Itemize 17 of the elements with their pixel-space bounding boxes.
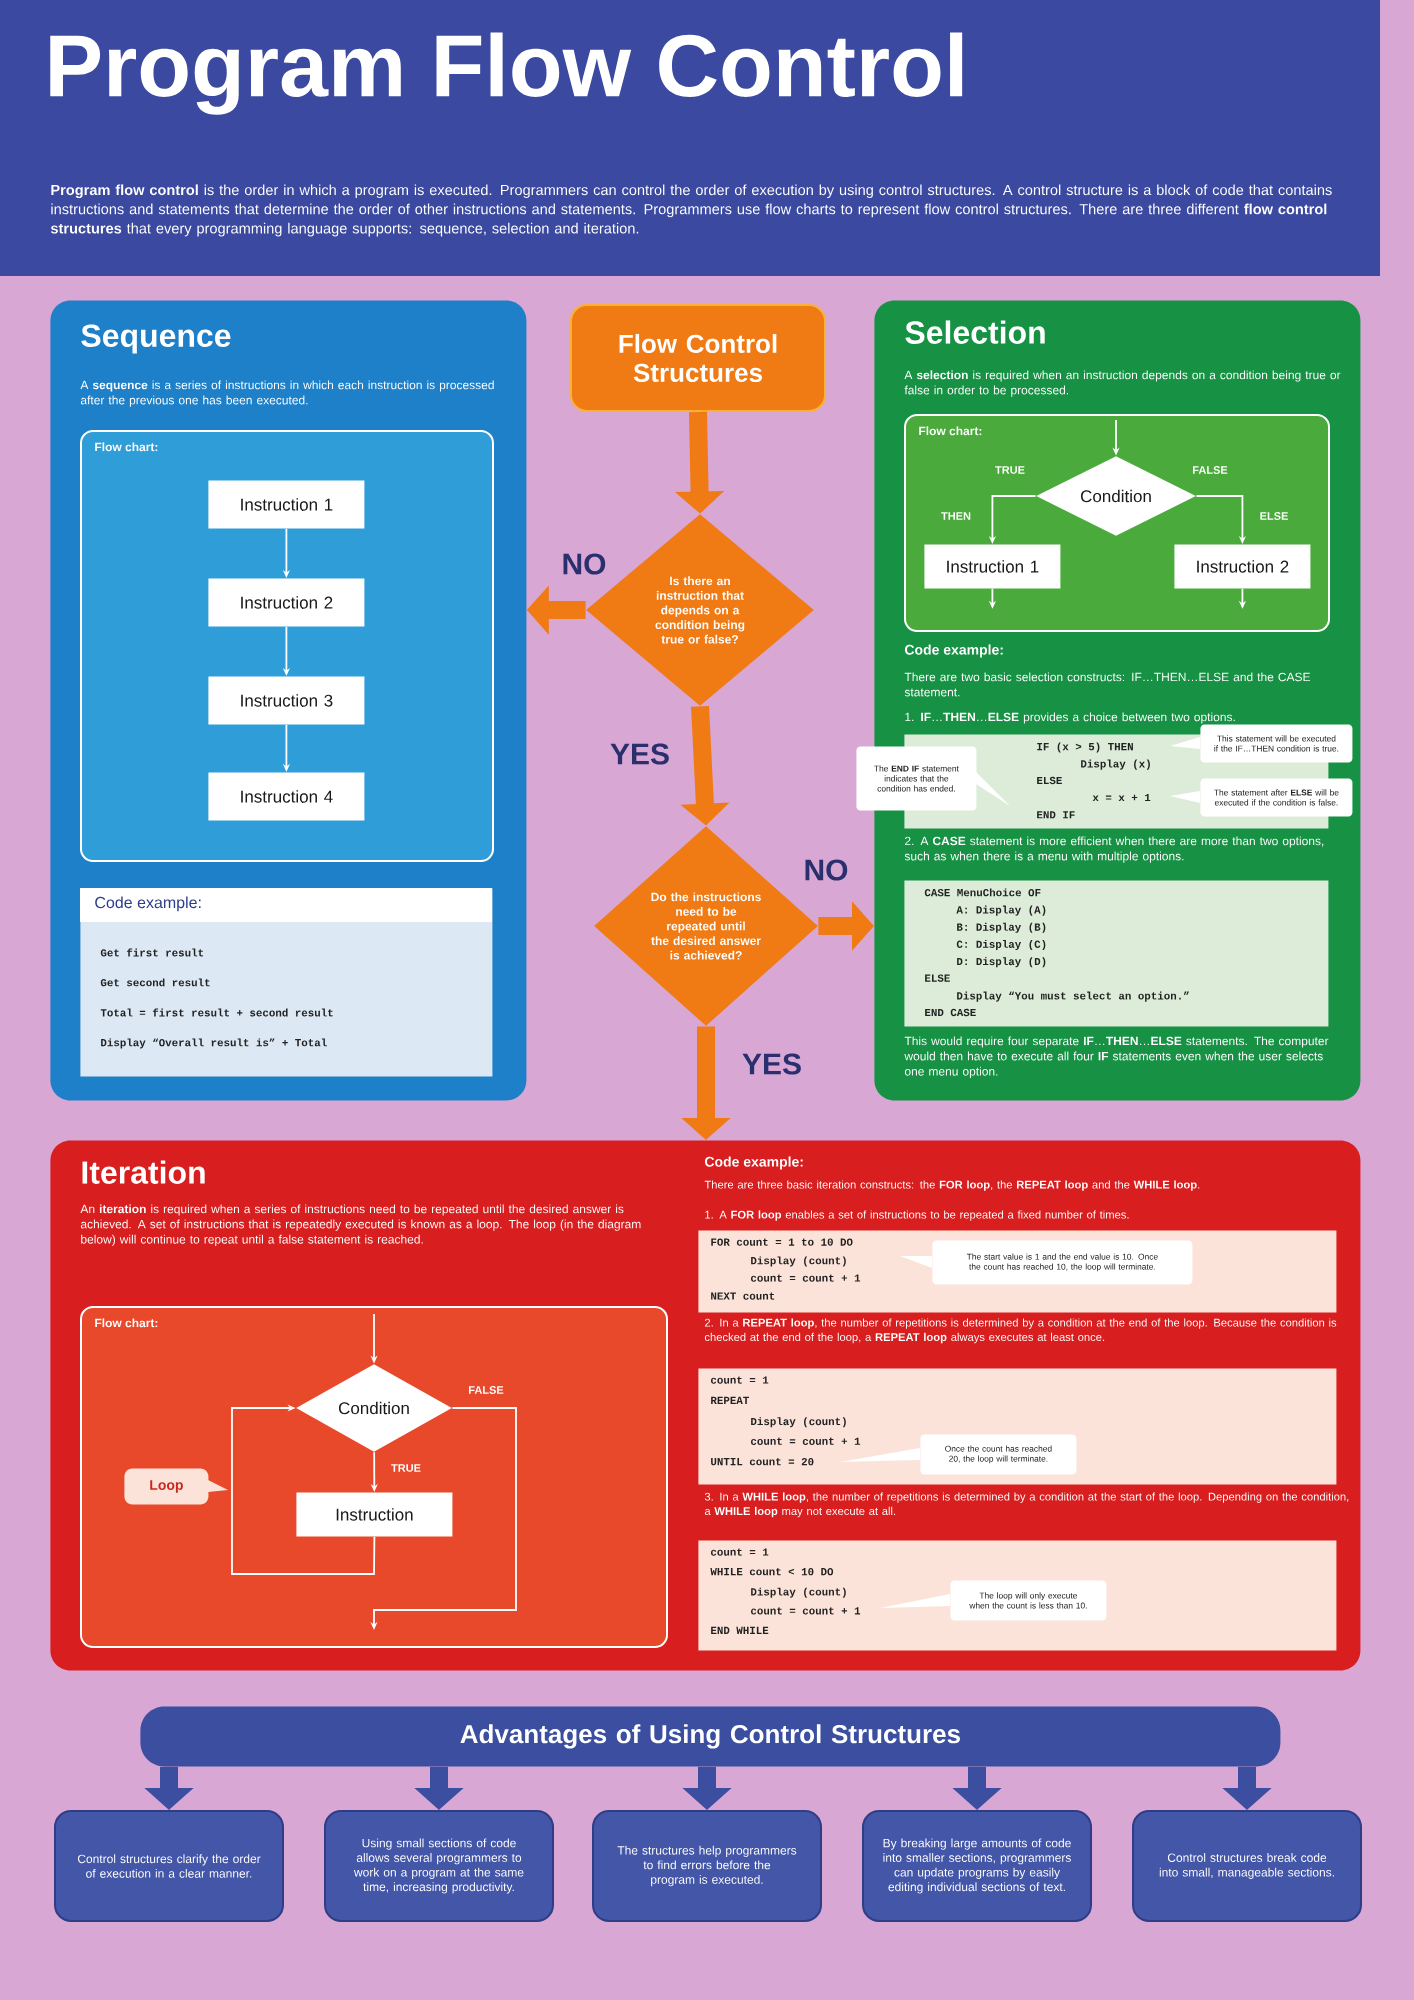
process-box: Instruction	[296, 1492, 453, 1537]
heading: Iteration	[82, 1160, 205, 1184]
title: Program Flow Control	[50, 32, 963, 115]
process-box: Instruction 4	[208, 772, 365, 821]
heading: Sequence	[81, 324, 231, 354]
heading: Selection	[905, 320, 1045, 344]
edge-label: YES	[740, 1051, 805, 1077]
process-box: Instruction 3	[208, 676, 365, 725]
edge-label: YES	[608, 741, 673, 767]
process-box: Instruction 2	[1174, 544, 1311, 589]
section-heading: Code example:	[95, 896, 201, 912]
process-box: Instruction 2	[208, 578, 365, 627]
banner: Advantages of Using Control Structures	[140, 1706, 1281, 1767]
process-box: Instruction 1	[208, 480, 365, 529]
start-box: Flow Control Structures	[570, 304, 826, 412]
arrow	[231, 1404, 376, 1575]
process-box: Instruction 1	[924, 544, 1061, 589]
